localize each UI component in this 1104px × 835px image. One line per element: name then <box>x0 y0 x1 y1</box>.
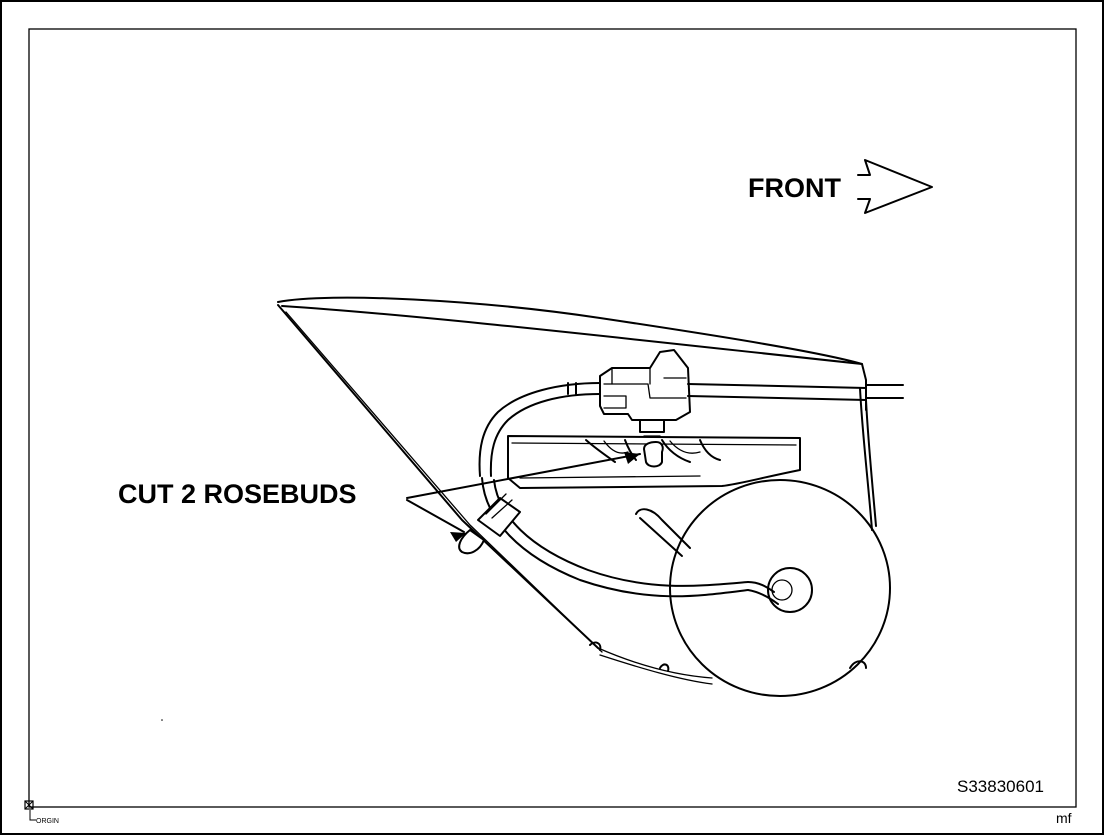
electrical-connector <box>599 349 691 437</box>
author-initials: mf <box>1056 810 1072 826</box>
cut-rosebuds-callout: CUT 2 ROSEBUDS <box>118 479 357 509</box>
inner-frame <box>28 28 1077 808</box>
rosebud-lower-icon <box>458 529 485 555</box>
front-arrow-icon <box>857 159 933 214</box>
front-label: FRONT <box>748 173 841 203</box>
rosebud-upper-icon <box>643 441 664 468</box>
origin-box-icon <box>24 800 36 821</box>
origin-label: ORGIN <box>36 818 59 825</box>
harness-grommet <box>477 493 521 537</box>
lamp-housing <box>507 435 801 489</box>
figure-id: S33830601 <box>957 777 1044 796</box>
callout-leaders <box>406 452 641 542</box>
fender-panel <box>277 296 904 685</box>
wheel <box>635 479 891 697</box>
stray-dot <box>161 719 163 721</box>
